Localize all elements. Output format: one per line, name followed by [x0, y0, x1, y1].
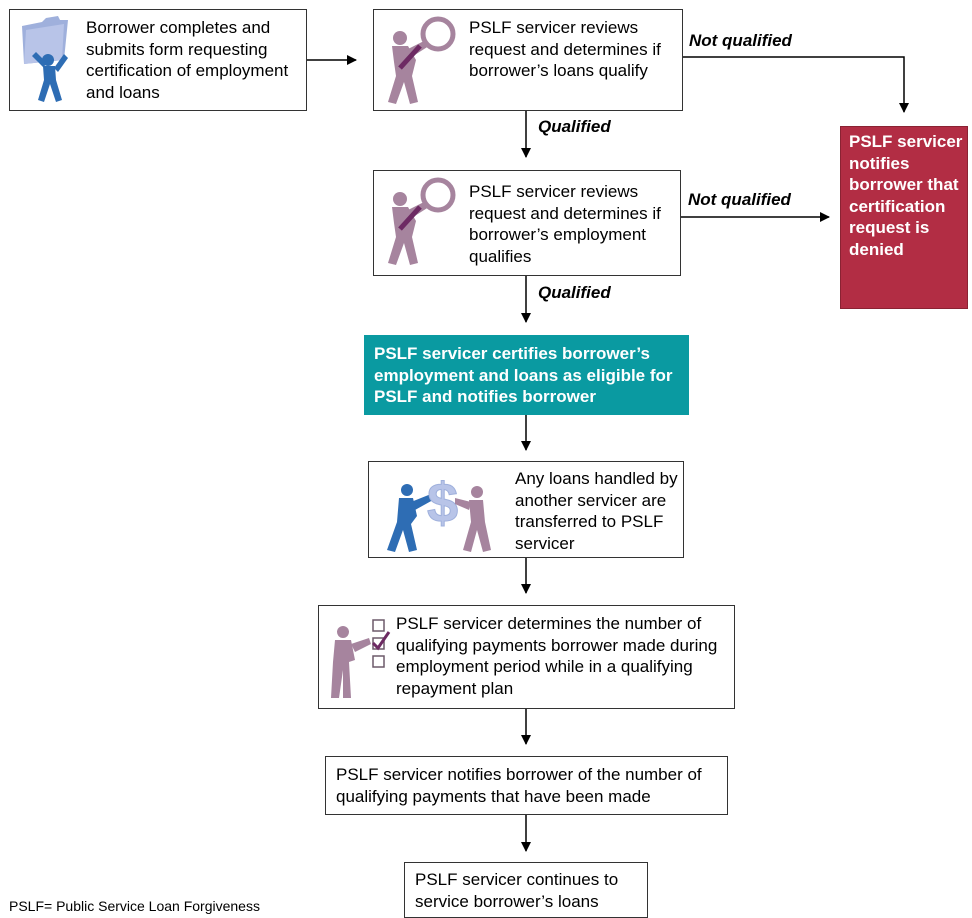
not-qualified-label: Not qualified: [688, 190, 791, 209]
submit-form-step: Borrower completes and submits form requ…: [9, 9, 307, 111]
review-employment-text: PSLF servicer reviews request and determ…: [469, 182, 661, 266]
person-carrying-folder-icon: [22, 16, 68, 102]
continue-servicing-text: PSLF servicer continues to service borro…: [415, 870, 619, 911]
count-payments-text: PSLF servicer determines the number of q…: [396, 614, 718, 698]
qualified-label: Qualified: [538, 283, 611, 302]
count-payments-step: PSLF servicer determines the number of q…: [318, 605, 735, 709]
review-employment-step: PSLF servicer reviews request and determ…: [373, 170, 681, 276]
svg-text:$: $: [427, 471, 458, 534]
notify-payments-step: PSLF servicer notifies borrower of the n…: [325, 756, 728, 815]
people-passing-dollar-icon: $: [387, 471, 491, 552]
person-with-magnifier-icon: [388, 177, 456, 265]
submit-form-text: Borrower completes and submits form requ…: [86, 18, 289, 102]
qualified-label: Qualified: [538, 117, 611, 136]
notify-payments-text: PSLF servicer notifies borrower of the n…: [336, 765, 702, 806]
not-qualified-label: Not qualified: [689, 31, 792, 50]
continue-servicing-step: PSLF servicer continues to service borro…: [404, 862, 648, 918]
transfer-loans-text: Any loans handled by another servicer ar…: [515, 469, 678, 553]
review-loans-text: PSLF servicer reviews request and determ…: [469, 18, 661, 80]
footnote: PSLF= Public Service Loan Forgiveness: [9, 898, 260, 914]
certify-step: PSLF servicer certifies borrower’s emplo…: [364, 335, 689, 415]
transfer-loans-step: $ Any loans handled by another servicer …: [368, 461, 684, 558]
review-loans-step: PSLF servicer reviews request and determ…: [373, 9, 683, 111]
person-with-magnifier-icon: [388, 16, 456, 104]
denied-step: PSLF servicer notifies borrower that cer…: [840, 126, 968, 309]
person-with-checklist-icon: [331, 619, 391, 698]
